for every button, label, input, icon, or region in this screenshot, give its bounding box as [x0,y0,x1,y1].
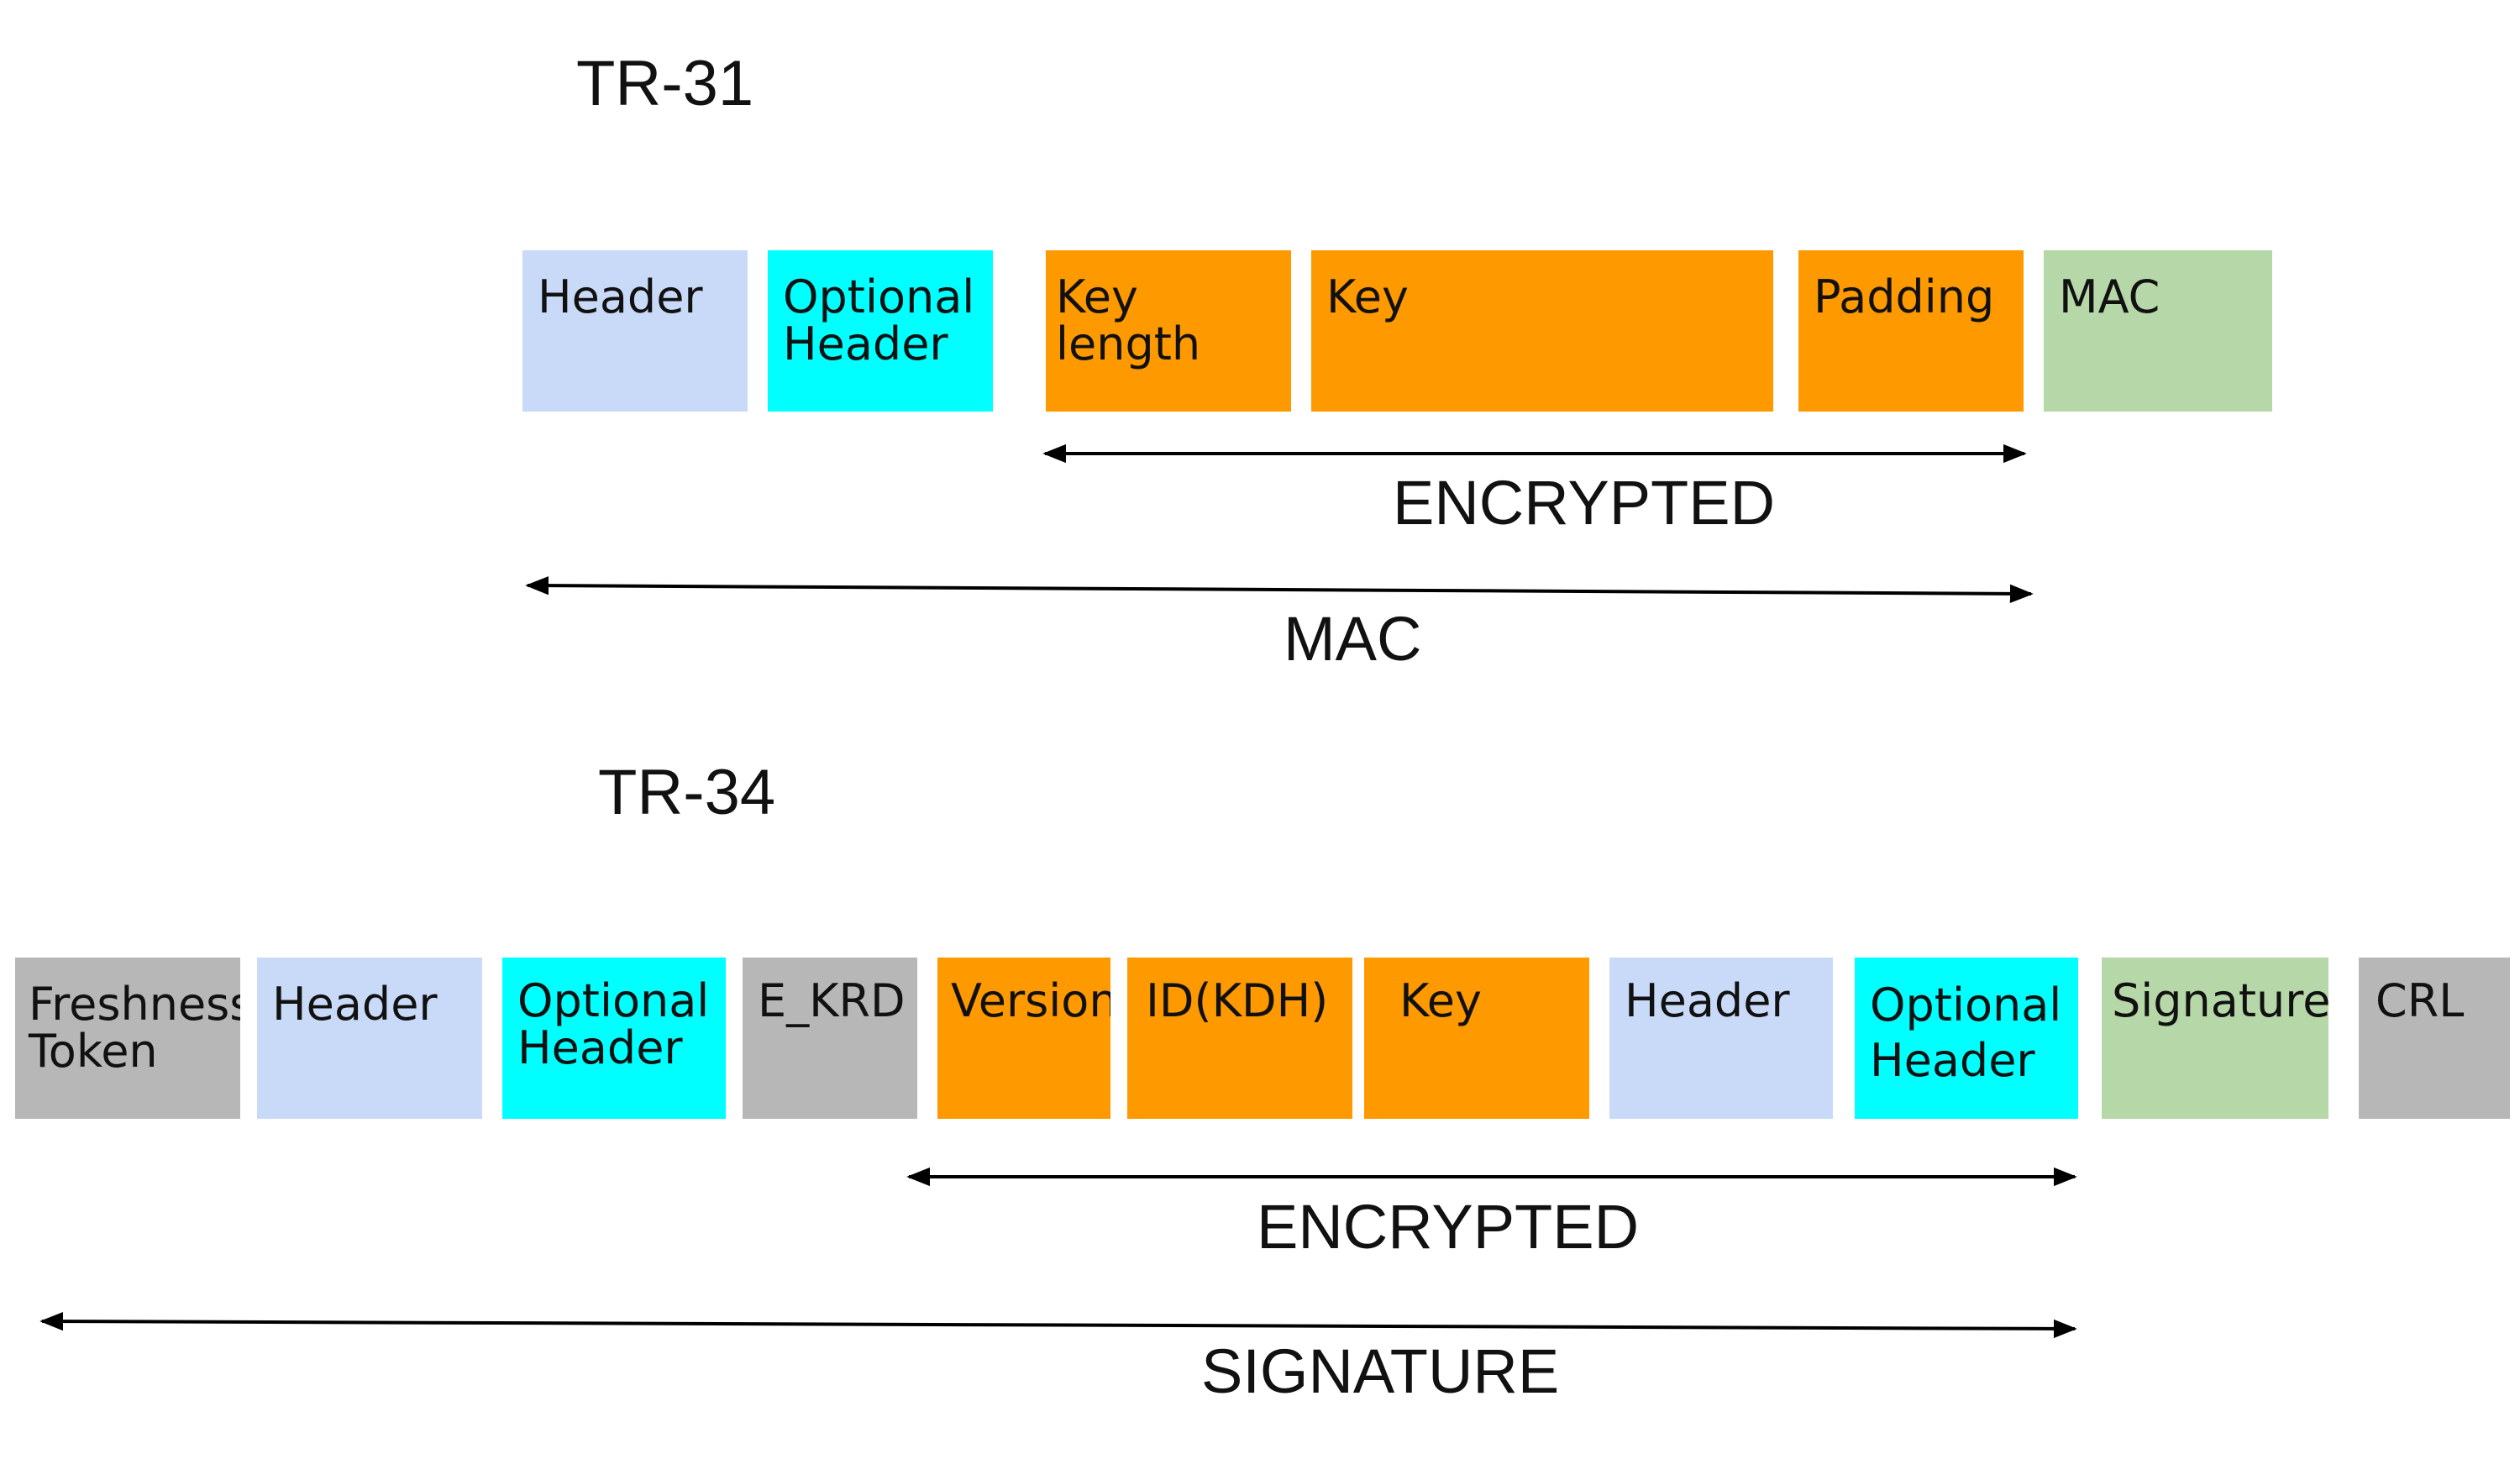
tr34-title: TR-34 [598,757,776,828]
tr31-mac-arrow [525,575,2034,604]
tr31-encrypted-label: ENCRYPTED [1393,468,1776,538]
tr34-freshness-token-block: Freshness Token [15,958,240,1119]
tr31-key-length-block: Key length [1046,250,1291,412]
tr34-optional-header-block: Optional Header [502,958,726,1119]
tr34-signature-block: Signature [2102,958,2328,1119]
tr34-header-block: Header [257,958,482,1119]
tr34-id-kdh-block: ID(KDH) [1127,958,1352,1119]
tr31-mac-block: MAC [2044,250,2272,412]
tr34-version-block: Version [937,958,1110,1119]
tr31-optional-header-block: Optional Header [768,250,993,412]
tr31-header-block: Header [522,250,748,412]
tr34-signature-arrow [39,1311,2077,1339]
tr34-inner-optional-header-block: Optional Header [1855,958,2078,1119]
tr31-mac-label: MAC [1284,604,1422,674]
tr34-inner-header-block: Header [1609,958,1833,1119]
tr31-key-block: Key [1311,250,1773,412]
tr34-crl-block: CRL [2359,958,2510,1119]
tr34-signature-label: SIGNATURE [1201,1336,1560,1406]
tr34-key-block: Key [1364,958,1589,1119]
tr31-title: TR-31 [576,48,754,119]
tr34-encrypted-label: ENCRYPTED [1257,1192,1640,1262]
tr34-e-krd-block: E_KRD [743,958,917,1119]
tr31-padding-block: Padding [1798,250,2024,412]
